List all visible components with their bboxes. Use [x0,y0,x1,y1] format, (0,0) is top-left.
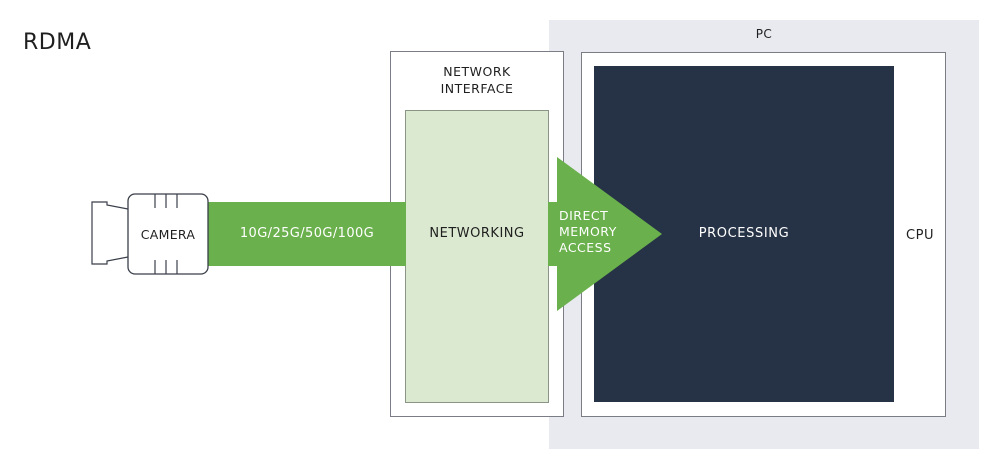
processing-label: PROCESSING [698,226,790,241]
link-speed-label: 10G/25G/50G/100G [239,226,375,241]
dma-label-line3: ACCESS [559,240,612,255]
networking-block [405,110,549,403]
network-interface-label-line1: NETWORK [443,64,511,79]
camera-icon [91,193,209,275]
network-interface-label-line2: INTERFACE [440,81,514,96]
dma-label-line2: MEMORY [559,224,617,239]
camera-label: CAMERA [140,227,196,242]
dma-label: DIRECT MEMORY ACCESS [559,208,617,256]
dma-arrow-icon [548,157,662,311]
pc-label: PC [755,27,773,41]
dma-label-line1: DIRECT [559,208,609,223]
diagram-title: RDMA [23,30,92,55]
networking-label: NETWORKING [429,226,525,241]
link-band [208,202,406,266]
network-interface-label: NETWORK INTERFACE [390,63,564,97]
cpu-label: CPU [906,228,934,243]
